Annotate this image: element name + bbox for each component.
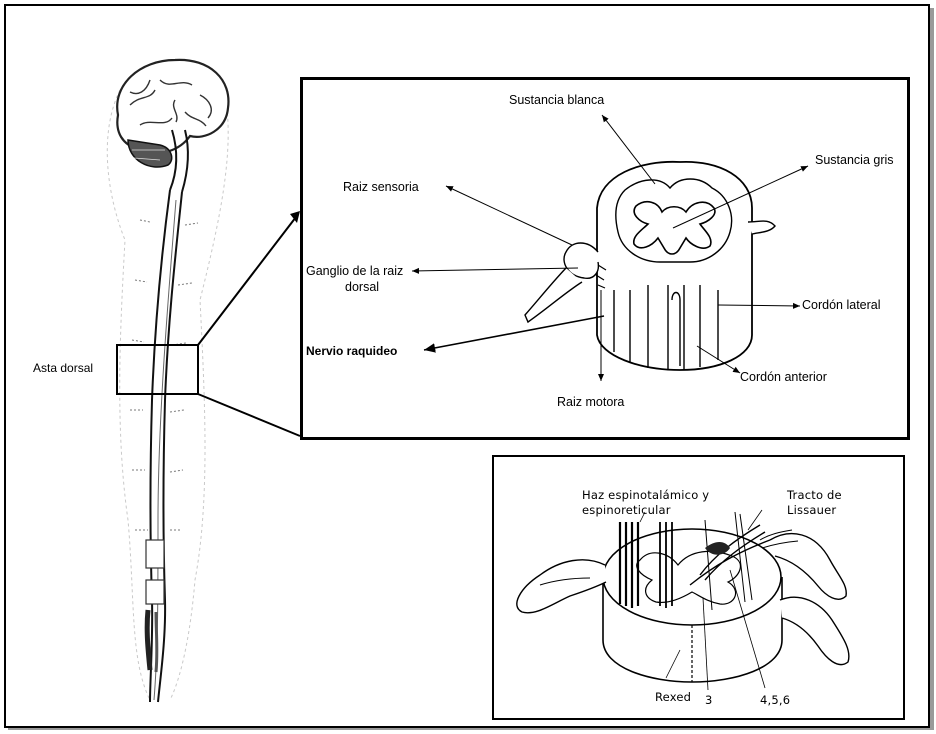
label-haz-line1: Haz espinotalámico y (582, 488, 709, 502)
label-haz-line2: espinoreticular (582, 503, 671, 517)
label-tracto-line1: Tracto de (787, 488, 842, 502)
label-lamina-3: 3 (705, 693, 713, 707)
pointer-tracto (748, 510, 762, 530)
cord-3d-segment (517, 512, 849, 682)
label-tracto-line2: Lissauer (787, 503, 836, 517)
label-rexed: Rexed (655, 690, 691, 704)
label-lamina-456: 4,5,6 (760, 693, 790, 707)
